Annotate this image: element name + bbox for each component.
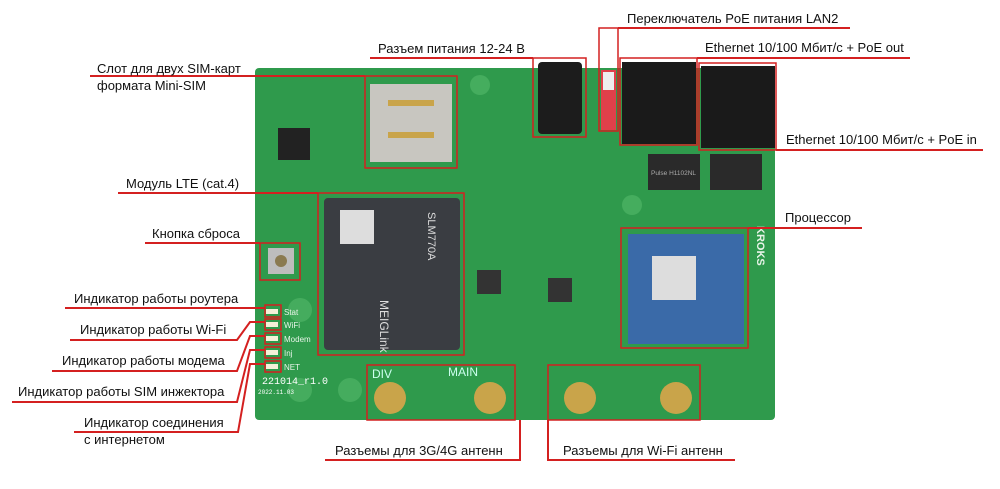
- led-label-wifi: WiFi: [284, 321, 300, 330]
- label-led-router: Индикатор работы роутера: [74, 291, 239, 306]
- label-reset: Кнопка сброса: [152, 226, 240, 241]
- led-label-modem: Modem: [284, 335, 311, 344]
- ant-div-marking: DIV: [372, 367, 392, 381]
- power-jack: [538, 62, 582, 134]
- label-sim-slot-2: формата Mini-SIM: [97, 78, 206, 93]
- label-led-modem: Индикатор работы модема: [62, 353, 225, 368]
- label-led-wifi: Индикатор работы Wi-Fi: [80, 322, 227, 337]
- label-ant-wifi: Разъемы для Wi-Fi антенн: [563, 443, 723, 458]
- brand-marking: KROKS: [754, 226, 766, 266]
- mcu-chip: [278, 128, 310, 160]
- sim-slot: [370, 84, 452, 162]
- callout-lines: [12, 27, 983, 461]
- label-cpu: Процессор: [785, 210, 851, 225]
- label-eth-out: Ethernet 10/100 Мбит/с + PoE out: [705, 40, 904, 55]
- antenna-connectors: [374, 382, 692, 414]
- led-label-stat: Stat: [284, 308, 299, 317]
- label-lte: Модуль LTE (cat.4): [126, 176, 240, 191]
- label-poe-switch: Переключатель PoE питания LAN2: [627, 11, 839, 26]
- eth-port-in: [701, 66, 775, 148]
- led-label-net: NET: [284, 363, 300, 372]
- label-led-net-1: Индикатор соединения: [84, 415, 224, 430]
- eth-port-out: [622, 62, 696, 144]
- label-eth-in: Ethernet 10/100 Мбит/с + PoE in: [786, 132, 977, 147]
- label-power: Разъем питания 12-24 В: [378, 41, 525, 56]
- lte-brand-marking: MEIGLink: [377, 300, 391, 354]
- label-led-net-2: с интернетом: [84, 432, 165, 447]
- date-marking: 2022.11.03: [258, 389, 294, 396]
- ant-main-marking: MAIN: [448, 365, 478, 379]
- lte-model-marking: SLM770A: [425, 212, 437, 261]
- magnetics-marking: Pulse H1102NL: [651, 170, 696, 177]
- led-label-inj: Inj: [284, 349, 293, 358]
- revision-marking: 221014_r1.0: [262, 377, 328, 388]
- label-sim-slot-1: Слот для двух SIM-карт: [97, 61, 241, 76]
- label-led-sim: Индикатор работы SIM инжектора: [18, 384, 225, 399]
- label-ant-cell: Разъемы для 3G/4G антенн: [335, 443, 503, 458]
- status-leds: [266, 309, 278, 369]
- magnetics-chip: [648, 154, 700, 190]
